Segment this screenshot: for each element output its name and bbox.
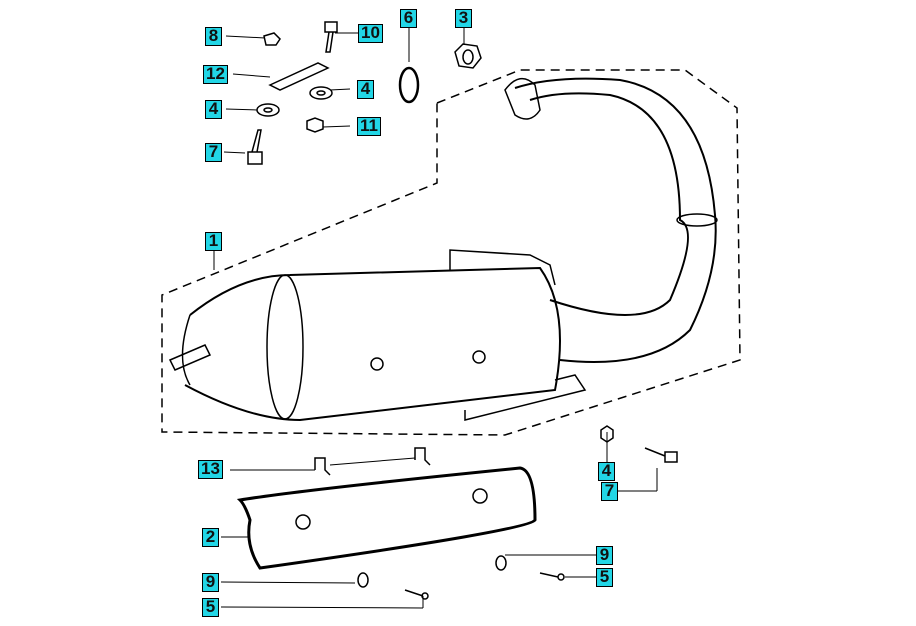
callout-3: 3 bbox=[455, 9, 472, 28]
header-pipe bbox=[514, 77, 717, 363]
assembly-outline bbox=[161, 69, 741, 436]
callout-5: 5 bbox=[596, 568, 613, 587]
callout-7: 7 bbox=[601, 482, 618, 501]
clip-13a bbox=[314, 457, 331, 476]
callout-10: 10 bbox=[358, 24, 383, 43]
washer-4b bbox=[309, 86, 333, 100]
header-flange bbox=[504, 77, 541, 120]
muffler-body bbox=[184, 266, 561, 422]
callout-8: 8 bbox=[205, 27, 222, 46]
callout-13: 13 bbox=[198, 460, 223, 479]
heat-shield-2 bbox=[236, 466, 537, 570]
bolt-7b bbox=[644, 447, 678, 463]
washer-9a bbox=[357, 572, 369, 588]
screw-5b bbox=[539, 572, 559, 578]
clip-nut-8 bbox=[263, 32, 281, 46]
callout-9: 9 bbox=[596, 546, 613, 565]
callout-4: 4 bbox=[205, 100, 222, 119]
strap-12 bbox=[268, 62, 330, 91]
screw-7a bbox=[247, 129, 263, 165]
outlet-pipe bbox=[168, 344, 212, 371]
screw-5a bbox=[404, 589, 424, 597]
gasket-6 bbox=[398, 66, 420, 104]
washer-4a bbox=[256, 103, 280, 117]
bolt-10 bbox=[324, 21, 338, 53]
callout-4: 4 bbox=[357, 80, 374, 99]
callout-5: 5 bbox=[202, 598, 219, 617]
nut-11 bbox=[306, 117, 324, 133]
callout-9: 9 bbox=[202, 573, 219, 592]
clip-13b bbox=[414, 447, 431, 466]
small-parts bbox=[168, 21, 718, 600]
nut-4c bbox=[600, 425, 614, 443]
callout-12: 12 bbox=[203, 65, 228, 84]
callout-4: 4 bbox=[598, 462, 615, 481]
nut-3 bbox=[454, 43, 482, 69]
callout-1: 1 bbox=[205, 232, 222, 251]
callout-2: 2 bbox=[202, 528, 219, 547]
leader-lines bbox=[213, 28, 658, 609]
washer-9b bbox=[495, 555, 507, 571]
callout-6: 6 bbox=[400, 9, 417, 28]
callout-7: 7 bbox=[205, 143, 222, 162]
mount-bracket bbox=[449, 249, 587, 421]
callout-11: 11 bbox=[357, 117, 381, 136]
